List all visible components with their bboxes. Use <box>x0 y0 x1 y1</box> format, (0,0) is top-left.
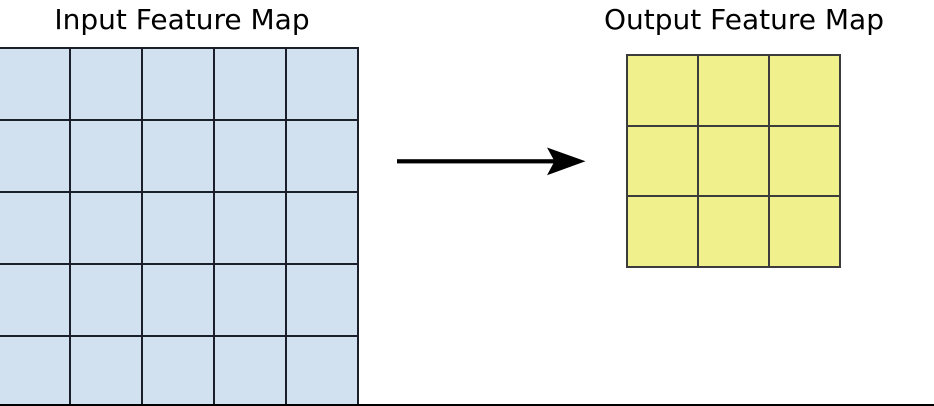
input-feature-map-cell <box>287 49 357 119</box>
figure-bottom-rule <box>0 404 934 406</box>
input-feature-map-cell <box>143 49 213 119</box>
input-feature-map-cell <box>71 265 141 335</box>
input-feature-map-cell <box>215 265 285 335</box>
input-feature-map-cell <box>71 121 141 191</box>
transform-arrow <box>392 140 592 185</box>
output-feature-map-cell <box>628 56 697 125</box>
output-feature-map-cell <box>770 56 839 125</box>
output-feature-map-grid <box>626 54 841 268</box>
output-feature-map-cell <box>699 197 768 266</box>
input-feature-map-cell <box>0 265 69 335</box>
input-feature-map-cell <box>143 121 213 191</box>
output-feature-map-cell <box>770 126 839 196</box>
input-feature-map-cell <box>287 193 357 263</box>
right-arrow-icon <box>397 147 586 176</box>
input-feature-map-cell <box>71 49 141 119</box>
input-feature-map-cell <box>0 193 69 263</box>
input-feature-map-cell <box>287 337 357 406</box>
input-feature-map-grid <box>0 47 359 406</box>
output-feature-map-cell <box>628 126 697 196</box>
output-feature-map-cell <box>628 197 697 266</box>
output-feature-map-cell <box>770 197 839 266</box>
output-feature-map-cell <box>699 126 768 196</box>
input-feature-map-cell <box>0 121 69 191</box>
output-feature-map-cell <box>699 56 768 125</box>
input-feature-map-cell <box>71 193 141 263</box>
input-feature-map-cell <box>143 265 213 335</box>
input-feature-map-cell <box>287 265 357 335</box>
input-feature-map-cell <box>0 49 69 119</box>
input-feature-map-cell <box>215 121 285 191</box>
input-feature-map-cell <box>287 121 357 191</box>
input-feature-map-cell <box>0 337 69 406</box>
input-feature-map-cell <box>71 337 141 406</box>
output-feature-map-title: Output Feature Map <box>604 3 884 36</box>
input-feature-map-cell <box>143 193 213 263</box>
input-feature-map-title: Input Feature Map <box>54 3 310 36</box>
input-feature-map-cell <box>215 193 285 263</box>
input-feature-map-cell <box>143 337 213 406</box>
input-feature-map-cell <box>215 337 285 406</box>
input-feature-map-cell <box>215 49 285 119</box>
